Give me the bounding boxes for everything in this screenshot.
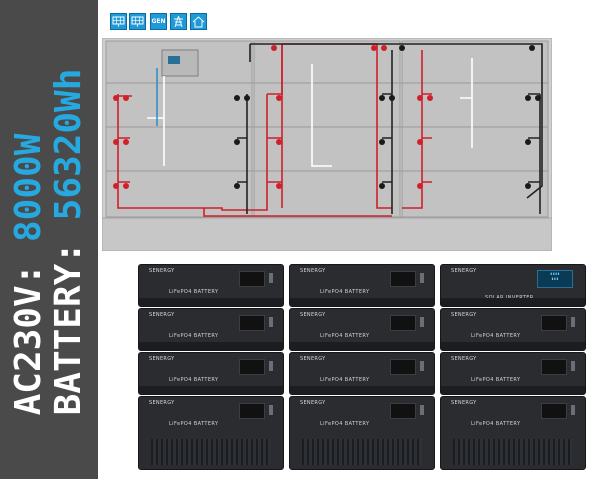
battery-display — [390, 359, 416, 375]
red-terminals — [113, 45, 433, 189]
battery-label: LiFePO4 BATTERY — [320, 377, 370, 383]
battery-label: LiFePO4 BATTERY — [320, 289, 370, 295]
brand-logo: SENERGY — [451, 400, 477, 406]
solar-panel-icon — [110, 13, 127, 30]
battery-buttons — [269, 405, 273, 415]
brand-logo: SENERGY — [300, 400, 326, 406]
battery-buttons — [420, 273, 424, 283]
battery-buttons — [571, 405, 575, 415]
battery-display — [541, 403, 567, 419]
battery-unit: SENERGY LiFePO4 BATTERY — [289, 396, 435, 470]
brand-logo: SENERGY — [451, 312, 477, 318]
battery-label: LiFePO4 BATTERY — [471, 377, 521, 383]
battery-display — [239, 315, 265, 331]
battery-unit: SENERGY LiFePO4 BATTERY — [440, 396, 586, 470]
unit-base-strip — [139, 342, 283, 350]
battery-label: LiFePO4 BATTERY — [169, 289, 219, 295]
unit-base-strip — [139, 386, 283, 394]
negative-cables — [237, 43, 543, 214]
unit-base-strip — [139, 298, 283, 306]
battery-unit: SENERGY LiFePO4 BATTERY — [138, 308, 284, 351]
brand-logo: SENERGY — [149, 268, 175, 274]
spec-text: AC230V: 8000W BATTERY: 56320Wh — [8, 68, 89, 416]
battery-display — [541, 315, 567, 331]
battery-display — [239, 271, 265, 287]
battery-buttons — [420, 317, 424, 327]
unit-base-strip — [441, 342, 585, 350]
battery-label: LiFePO4 BATTERY — [169, 377, 219, 383]
battery-label: BATTERY: — [48, 242, 89, 416]
unit-base-strip — [290, 386, 434, 394]
battery-unit: SENERGY LiFePO4 BATTERY — [440, 352, 586, 395]
unit-base-strip — [441, 298, 585, 306]
parallel-cables — [147, 58, 473, 167]
unit-base-strip — [441, 386, 585, 394]
battery-label: LiFePO4 BATTERY — [320, 333, 370, 339]
rack-base — [102, 217, 552, 251]
battery-unit: SENERGY LiFePO4 BATTERY — [289, 352, 435, 395]
battery-unit: SENERGY LiFePO4 BATTERY — [138, 396, 284, 470]
brand-logo: SENERGY — [451, 356, 477, 362]
ac-power-value: 8000W — [8, 133, 49, 242]
solar-panel-icon — [129, 13, 146, 30]
ac-power-label: AC230V: — [8, 263, 49, 416]
black-terminals — [234, 45, 541, 189]
grid-tower-icon — [170, 13, 187, 30]
battery-buttons — [269, 317, 273, 327]
battery-label: LiFePO4 BATTERY — [320, 421, 370, 427]
base-vents — [302, 439, 422, 465]
battery-unit: SENERGY LiFePO4 BATTERY — [138, 352, 284, 395]
battery-display — [239, 403, 265, 419]
unit-base-strip — [290, 342, 434, 350]
rack-columns — [105, 40, 549, 218]
battery-buttons — [420, 361, 424, 371]
rack-row-lines — [106, 82, 548, 218]
battery-unit: SENERGY LiFePO4 BATTERY — [289, 264, 435, 307]
brand-logo: SENERGY — [300, 356, 326, 362]
inverter-display: ▮▮▮▮▮▮▮ — [537, 270, 573, 288]
generator-icon: GEN — [150, 13, 167, 30]
brand-logo: SENERGY — [300, 312, 326, 318]
battery-display — [390, 271, 416, 287]
base-vents — [151, 439, 271, 465]
brand-logo: SENERGY — [149, 312, 175, 318]
battery-label: LiFePO4 BATTERY — [471, 333, 521, 339]
spec-banner: AC230V: 8000W BATTERY: 56320Wh — [0, 0, 98, 479]
ac-power-row: AC230V: 8000W — [8, 69, 49, 416]
brand-logo: SENERGY — [149, 356, 175, 362]
battery-unit: SENERGY LiFePO4 BATTERY — [138, 264, 284, 307]
battery-display — [239, 359, 265, 375]
battery-unit: SENERGY LiFePO4 BATTERY — [289, 308, 435, 351]
brand-logo: SENERGY — [149, 400, 175, 406]
brand-logo: SENERGY — [451, 268, 477, 274]
equipment-stack: SENERGY LiFePO4 BATTERY SENERGY LiFePO4 … — [138, 264, 586, 470]
battery-display — [390, 315, 416, 331]
load-icon — [190, 13, 207, 30]
battery-display — [541, 359, 567, 375]
brand-logo: SENERGY — [300, 268, 326, 274]
battery-buttons — [571, 317, 575, 327]
battery-value: 56320Wh — [48, 68, 89, 221]
battery-buttons — [269, 361, 273, 371]
battery-unit: SENERGY LiFePO4 BATTERY — [440, 308, 586, 351]
inverter-unit: SENERGY ▮▮▮▮▮▮▮ SOLAR INVERTER — [440, 264, 586, 307]
wiring-diagram — [102, 38, 552, 251]
battery-label: LiFePO4 BATTERY — [169, 421, 219, 427]
battery-row: BATTERY: 56320Wh — [48, 68, 89, 416]
battery-display — [390, 403, 416, 419]
battery-label: LiFePO4 BATTERY — [471, 421, 521, 427]
battery-buttons — [420, 405, 424, 415]
unit-base-strip — [290, 298, 434, 306]
battery-label: LiFePO4 BATTERY — [169, 333, 219, 339]
battery-buttons — [269, 273, 273, 283]
base-vents — [453, 439, 573, 465]
generator-label: GEN — [151, 18, 166, 25]
battery-buttons — [571, 361, 575, 371]
